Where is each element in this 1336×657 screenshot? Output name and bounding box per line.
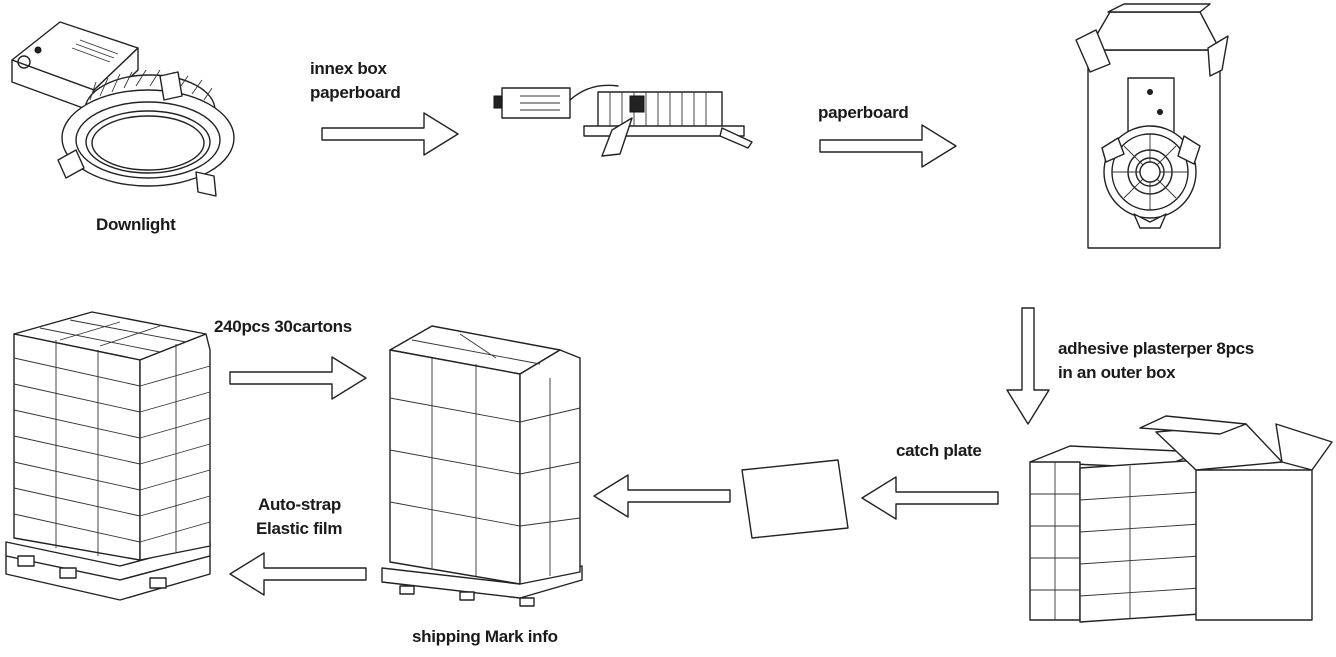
label-adhesive-line2: in an outer box [1058,363,1176,382]
open-inner-box-icon [1075,3,1229,249]
arrow-right-1 [321,112,459,156]
label-downlight: Downlight [96,215,176,234]
arrow-left-2 [593,474,731,518]
label-innex-box: innex box [310,59,387,78]
open-outer-carton-icon [1029,415,1333,623]
arrow-left-1 [861,476,999,520]
pallet-stack-icon [5,311,211,601]
label-elastic-film: Elastic film [256,519,343,538]
downlight-fixture-icon [11,21,235,197]
label-paperboard-2: paperboard [818,103,909,122]
catch-plate-icon [741,459,849,539]
label-paperboard-1: paperboard [310,83,401,102]
label-catch-plate: catch plate [896,441,982,460]
label-auto-strap: Auto-strap [258,495,341,514]
label-pallet-count: 240pcs 30cartons [214,317,352,336]
downlight-side-view-icon [493,84,753,157]
wrapped-pallet-icon [381,325,583,607]
label-shipping-mark: shipping Mark info [412,627,558,646]
label-adhesive-line1: adhesive plasterper 8pcs [1058,339,1254,358]
arrow-right-3 [229,356,367,400]
arrow-down [1006,307,1050,425]
arrow-right-2 [819,124,957,168]
arrow-left-3 [229,552,367,596]
